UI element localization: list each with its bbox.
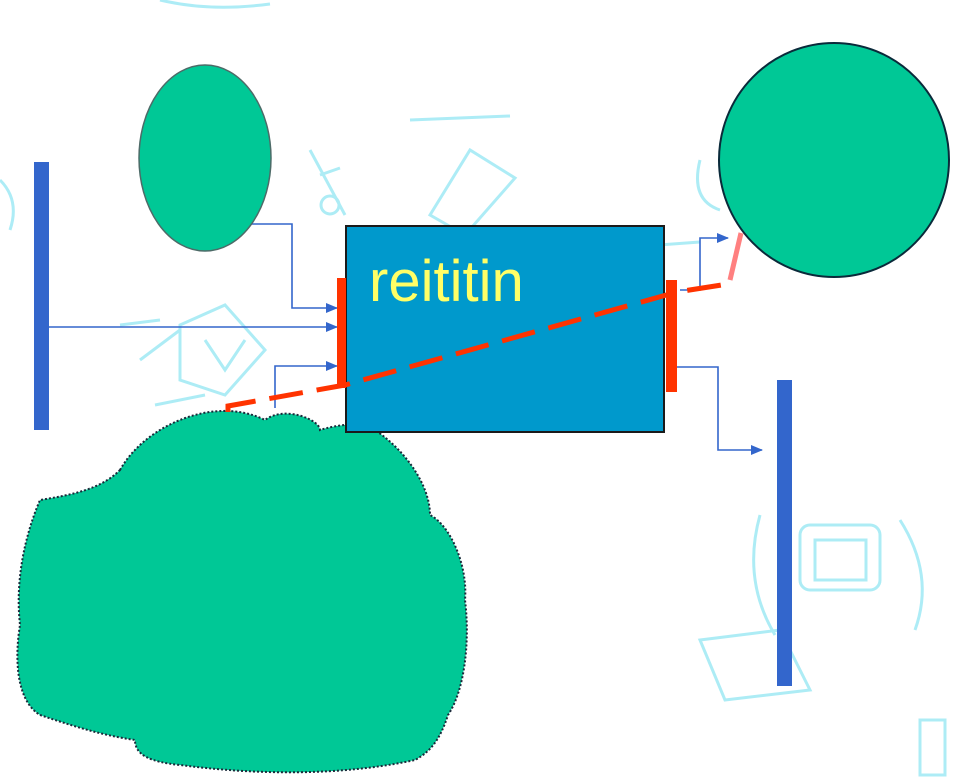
top-host-node xyxy=(139,65,271,251)
right-network-bar xyxy=(777,380,792,686)
left-network-bar xyxy=(34,162,49,430)
arrow-top-host-to-router xyxy=(230,224,337,308)
dashed-route-tail xyxy=(730,233,741,280)
arrow-router-to-right-bar xyxy=(677,367,762,450)
router-left-port xyxy=(337,278,346,388)
router-label: reititin xyxy=(369,249,524,314)
cloud-network xyxy=(17,411,466,772)
arrow-router-to-right-host xyxy=(680,238,728,290)
right-host-node xyxy=(719,43,949,277)
